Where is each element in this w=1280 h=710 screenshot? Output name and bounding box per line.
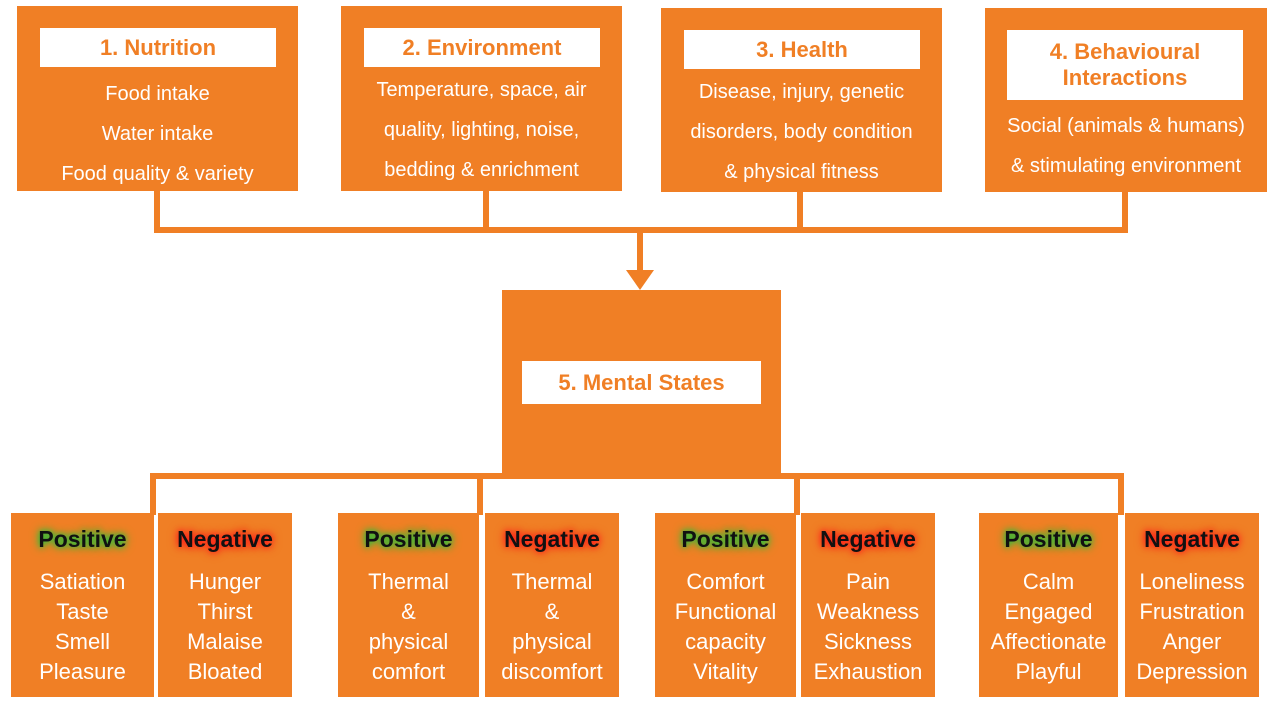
- state-item: Frustration: [1139, 599, 1245, 624]
- state-item: Taste: [56, 599, 109, 624]
- state-item: physical: [512, 629, 592, 654]
- state-box-behaviour-negative: Negative Loneliness Frustration Anger De…: [1125, 513, 1259, 697]
- state-item: Hunger: [188, 569, 262, 594]
- state-label-negative: Negative: [504, 526, 600, 552]
- state-item: Satiation: [39, 569, 126, 594]
- state-item: Thermal: [511, 569, 593, 594]
- state-item: Calm: [1022, 569, 1075, 594]
- state-item: Affectionate: [990, 629, 1107, 654]
- state-label-positive: Positive: [38, 526, 127, 552]
- domain-line: Water intake: [101, 123, 214, 145]
- state-item: Malaise: [187, 629, 263, 654]
- state-item: Depression: [1136, 659, 1248, 684]
- domain-title-line: 4. Behavioural: [1049, 39, 1201, 64]
- state-item: Thermal: [368, 569, 449, 594]
- domain-line: bedding & enrichment: [384, 159, 579, 181]
- mental-states-title: 5. Mental States: [522, 361, 761, 404]
- state-item: &: [544, 599, 560, 624]
- group-1-connector: [150, 473, 156, 515]
- group-4-connector: [1118, 473, 1124, 515]
- domain-title-line: Interactions: [1062, 65, 1188, 90]
- state-item: Weakness: [816, 599, 920, 624]
- domain-line: Social (animals & humans): [1007, 115, 1245, 137]
- state-item: physical: [368, 629, 449, 654]
- state-box-behaviour-positive: Positive Calm Engaged Affectionate Playf…: [979, 513, 1118, 697]
- domain-title: 4. Behavioural Interactions: [1007, 30, 1243, 100]
- domain-title: 2. Environment: [364, 28, 600, 67]
- state-item: Comfort: [686, 569, 765, 594]
- domain-line: & stimulating environment: [1010, 155, 1242, 177]
- state-item: Bloated: [187, 659, 263, 684]
- domain-environment: 2. Environment Temperature, space, air q…: [341, 6, 622, 191]
- domain-line: disorders, body condition: [690, 121, 913, 143]
- state-label-negative: Negative: [177, 526, 273, 552]
- state-item: Anger: [1162, 629, 1222, 654]
- state-item: Engaged: [1004, 599, 1093, 624]
- state-item: capacity: [685, 629, 766, 654]
- bottom-connector-bar: [150, 473, 1124, 479]
- state-item: Loneliness: [1139, 569, 1245, 594]
- state-box-nutrition-positive: Positive Satiation Taste Smell Pleasure: [11, 513, 154, 697]
- state-item: Pain: [845, 569, 891, 594]
- state-item: discomfort: [501, 659, 603, 684]
- domain-line: Food intake: [105, 83, 210, 105]
- domain-line: quality, lighting, noise,: [383, 119, 580, 141]
- state-item: Thirst: [197, 599, 253, 624]
- state-item: Sickness: [823, 629, 913, 654]
- state-item: comfort: [371, 659, 446, 684]
- state-box-health-positive: Positive Comfort Functional capacity Vit…: [655, 513, 796, 697]
- state-box-nutrition-negative: Negative Hunger Thirst Malaise Bloated: [158, 513, 292, 697]
- state-label-positive: Positive: [681, 526, 770, 552]
- domain-2-connector: [483, 190, 489, 230]
- state-label-negative: Negative: [820, 526, 916, 552]
- state-item: Vitality: [693, 659, 758, 684]
- domain-behavioural-interactions: 4. Behavioural Interactions Social (anim…: [985, 8, 1267, 192]
- state-item: Pleasure: [39, 659, 126, 684]
- state-box-health-negative: Negative Pain Weakness Sickness Exhausti…: [801, 513, 935, 697]
- state-item: Playful: [1015, 659, 1082, 684]
- state-item: Smell: [54, 629, 110, 654]
- group-3-connector: [794, 473, 800, 515]
- top-connector-bar: [154, 227, 1128, 233]
- state-box-environment-positive: Positive Thermal & physical comfort: [338, 513, 479, 697]
- domain-title: 1. Nutrition: [40, 28, 276, 67]
- domain-title: 3. Health: [684, 30, 920, 69]
- mental-states-box: 5. Mental States: [502, 290, 781, 473]
- domain-line: Food quality & variety: [61, 163, 254, 185]
- arrow-shaft: [637, 233, 643, 273]
- domain-nutrition: 1. Nutrition Food intake Water intake Fo…: [17, 6, 298, 191]
- domain-line: & physical fitness: [724, 161, 879, 183]
- state-label-negative: Negative: [1144, 526, 1240, 552]
- state-item: Functional: [674, 599, 777, 624]
- domain-line: Temperature, space, air: [376, 79, 587, 101]
- domain-3-connector: [797, 190, 803, 230]
- domain-1-connector: [154, 190, 160, 230]
- group-2-connector: [477, 473, 483, 515]
- state-label-positive: Positive: [1004, 526, 1093, 552]
- state-item: Exhaustion: [813, 659, 923, 684]
- state-box-environment-negative: Negative Thermal & physical discomfort: [485, 513, 619, 697]
- state-label-positive: Positive: [364, 526, 453, 552]
- domain-line: Disease, injury, genetic: [698, 81, 905, 103]
- state-item: &: [401, 599, 416, 624]
- arrow-head: [626, 270, 654, 290]
- domain-4-connector: [1122, 190, 1128, 230]
- domain-health: 3. Health Disease, injury, genetic disor…: [661, 8, 942, 192]
